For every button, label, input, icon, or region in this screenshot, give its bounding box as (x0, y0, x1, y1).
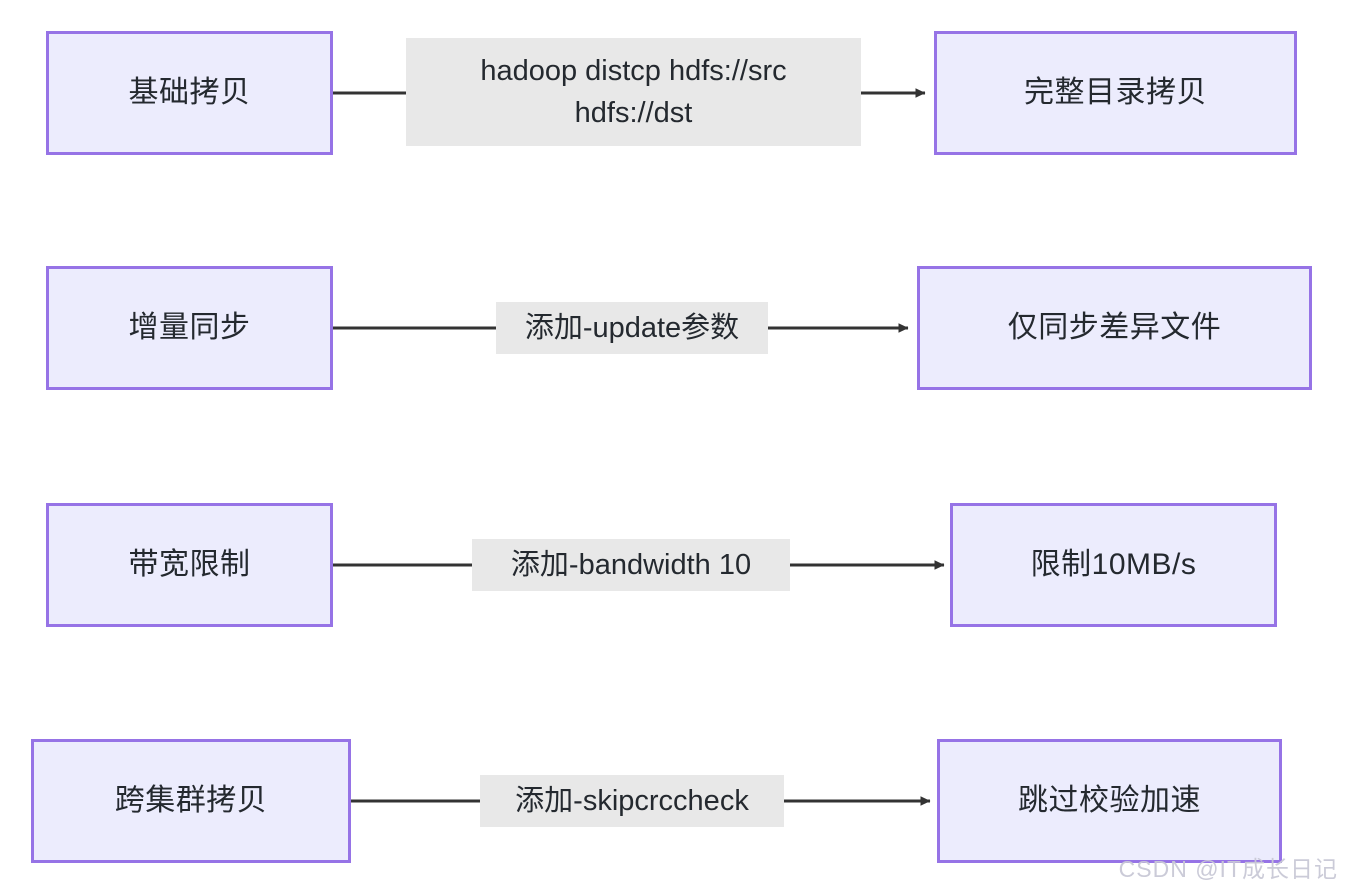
node-label: 限制10MB/s (1030, 548, 1197, 582)
edge-label-row-3: 添加-bandwidth 10 (472, 539, 790, 591)
edge-label-row-2: 添加-update参数 (496, 302, 768, 354)
watermark-text: CSDN @IT成长日记 (1118, 856, 1338, 882)
node-label: 跳过校验加速 (1018, 784, 1201, 818)
edge-label-row-1: hadoop distcp hdfs://src hdfs://dst (406, 38, 861, 146)
node-source-row-2[interactable]: 增量同步 (46, 266, 333, 390)
edge-label-row-4: 添加-skipcrccheck (480, 775, 784, 827)
node-label: 跨集群拷贝 (114, 784, 268, 818)
node-target-row-3[interactable]: 限制10MB/s (950, 503, 1277, 627)
edge-label-line-1: 添加-bandwidth 10 (510, 548, 752, 581)
edge-label-line-1: 添加-skipcrccheck (515, 784, 749, 817)
node-target-row-4[interactable]: 跳过校验加速 (937, 739, 1282, 863)
edge-label-line-2: hdfs://dst (574, 97, 693, 129)
node-label: 基础拷贝 (128, 76, 251, 110)
node-source-row-3[interactable]: 带宽限制 (46, 503, 333, 627)
node-label: 完整目录拷贝 (1024, 76, 1207, 110)
node-target-row-2[interactable]: 仅同步差异文件 (917, 266, 1312, 390)
edge-label-line-1: 添加-update参数 (524, 311, 740, 344)
node-source-row-4[interactable]: 跨集群拷贝 (31, 739, 351, 863)
edge-label-line-1: hadoop distcp hdfs://src (480, 54, 787, 87)
node-label: 仅同步差异文件 (1007, 311, 1222, 345)
node-target-row-1[interactable]: 完整目录拷贝 (934, 31, 1297, 155)
node-source-row-1[interactable]: 基础拷贝 (46, 31, 333, 155)
node-label: 增量同步 (128, 311, 251, 345)
node-label: 带宽限制 (128, 548, 251, 582)
